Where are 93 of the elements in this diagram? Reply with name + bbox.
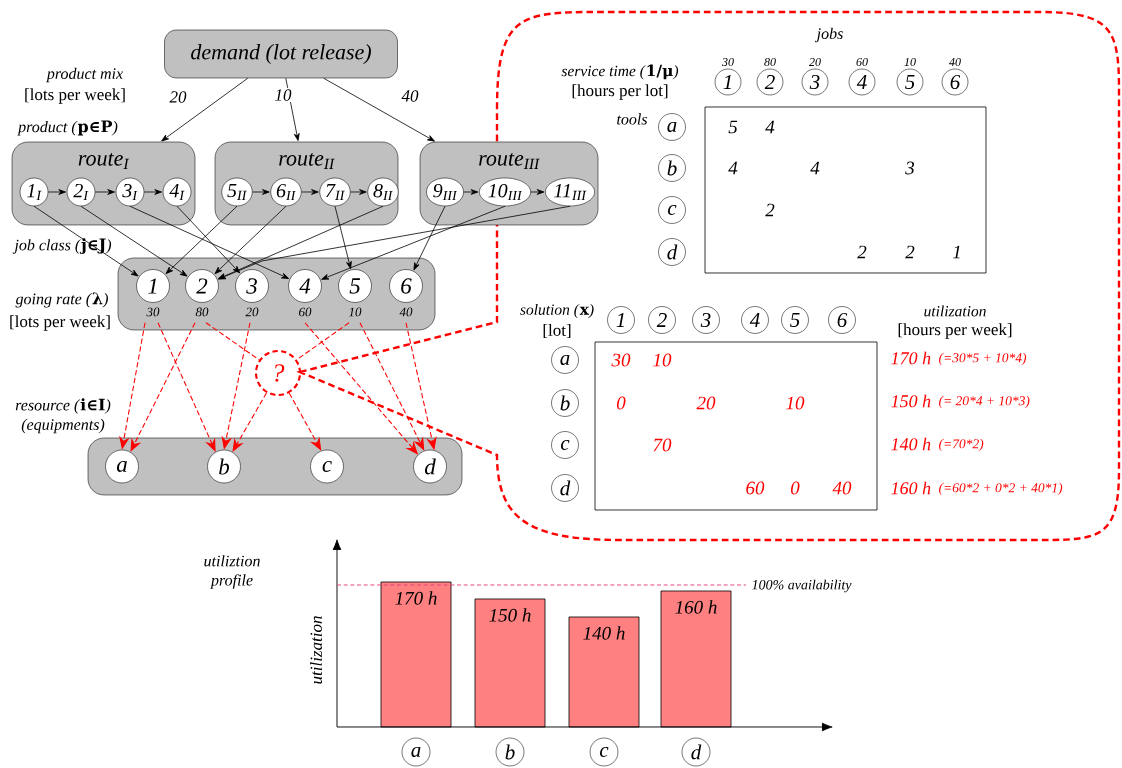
utilization-value: 140 h	[891, 437, 931, 451]
arrow	[285, 77, 300, 141]
rate-label: 40	[399, 307, 413, 317]
caption-text: resource (i∈I)	[15, 398, 111, 414]
formula-text: (=60*2 + 0*2 + 40*1)	[939, 482, 1063, 496]
arrow	[129, 205, 290, 279]
arrow	[334, 205, 352, 269]
caption-text: utilization	[924, 305, 986, 317]
edge-label: 20	[168, 89, 188, 105]
caption-text: product mix	[45, 67, 123, 83]
formula-text: (=70*2)	[939, 438, 984, 452]
table-cell: 3	[905, 161, 915, 175]
caption-text: [lot]	[543, 323, 571, 339]
formula-text: (=30*5 + 10*4)	[939, 352, 1027, 366]
table-cell: 0	[791, 481, 800, 495]
formula-text: (= 20*4 + 10*3)	[939, 395, 1030, 409]
value-label: 150 h	[489, 608, 531, 622]
arrow	[288, 392, 322, 451]
arrow	[94, 189, 115, 195]
arrow	[463, 189, 479, 195]
rate-label: 30	[722, 57, 734, 67]
caption-text: service time (1/μ)	[561, 64, 679, 80]
value-label: 170 h	[395, 591, 437, 605]
arrow	[218, 205, 384, 280]
connector-line	[205, 322, 260, 361]
arrow	[232, 392, 267, 452]
rate-label: 20	[245, 307, 259, 317]
table-cell: 20	[696, 396, 716, 410]
rate-label: 10	[348, 307, 362, 317]
table-cell: 60	[746, 481, 765, 495]
caption-text: [hours per lot]	[572, 84, 668, 100]
table-cell: 2	[765, 203, 775, 217]
arrow	[33, 205, 139, 277]
caption-text: jobs	[814, 27, 843, 43]
arrow	[214, 205, 287, 275]
arrow	[157, 322, 216, 452]
table-cell: 2	[857, 245, 867, 259]
table-cell: 70	[653, 438, 672, 452]
threshold-label: 100% availability	[752, 579, 852, 593]
chart-title: utiliztion profile	[204, 555, 260, 589]
arrow	[143, 189, 162, 195]
table-cell: 4	[728, 161, 738, 175]
caption-text: (equipments)	[21, 418, 105, 434]
rate-label: 30	[146, 307, 160, 317]
axis-label: utilization	[310, 616, 322, 684]
table-cell: 4	[810, 161, 820, 175]
arrow	[530, 189, 545, 195]
arrow	[176, 205, 241, 274]
rate-label: 10	[904, 57, 916, 67]
value-label: 140 h	[583, 626, 625, 640]
process-box: demand (lot release)	[164, 29, 398, 79]
rate-label: 40	[949, 57, 961, 67]
caption-text: [lots per week]	[10, 315, 110, 331]
arrow	[218, 205, 571, 280]
value-label: 160 h	[675, 600, 717, 614]
rate-label: 60	[299, 307, 312, 317]
table-cell: 4	[765, 120, 775, 134]
arrow	[350, 189, 367, 195]
rate-label: 60	[856, 57, 868, 67]
rate-label: 20	[809, 57, 821, 67]
arrow	[413, 205, 446, 271]
arrow	[165, 205, 238, 275]
rate-label: 80	[195, 307, 209, 317]
arrow	[252, 189, 270, 195]
utilization-value: 170 h	[891, 351, 931, 365]
arrow	[323, 77, 435, 142]
table-cell: 10	[786, 396, 805, 410]
rate-label: 80	[764, 57, 776, 67]
table-cell: 10	[653, 353, 672, 367]
arrow	[130, 322, 196, 452]
edge-label: 10	[273, 87, 293, 103]
caption-text: [lots per week]	[25, 88, 125, 104]
arrow	[301, 189, 319, 195]
caption-text: solution (x)	[520, 303, 594, 318]
utilization-value: 160 h	[891, 481, 931, 495]
table-cell: 5	[728, 120, 738, 134]
table-cell: 1	[952, 245, 960, 259]
arrow	[161, 77, 249, 142]
arrow	[80, 205, 188, 277]
table-cell: 0	[617, 396, 626, 410]
utilization-value: 150 h	[891, 394, 931, 408]
table-cell: 40	[832, 481, 852, 495]
arrow	[321, 205, 506, 280]
connector-line	[296, 322, 350, 361]
arrow	[47, 189, 66, 195]
caption-text: [hours per week]	[898, 323, 1012, 339]
table-cell: 2	[905, 245, 915, 259]
edge-label: 40	[400, 88, 420, 104]
caption-text: product (p∈P)	[17, 120, 118, 136]
table-cell: 30	[611, 353, 631, 367]
caption-text: job class (j∈J)	[12, 238, 112, 254]
caption-text: going rate (λ)	[15, 292, 108, 308]
caption-text: tools	[617, 113, 648, 125]
